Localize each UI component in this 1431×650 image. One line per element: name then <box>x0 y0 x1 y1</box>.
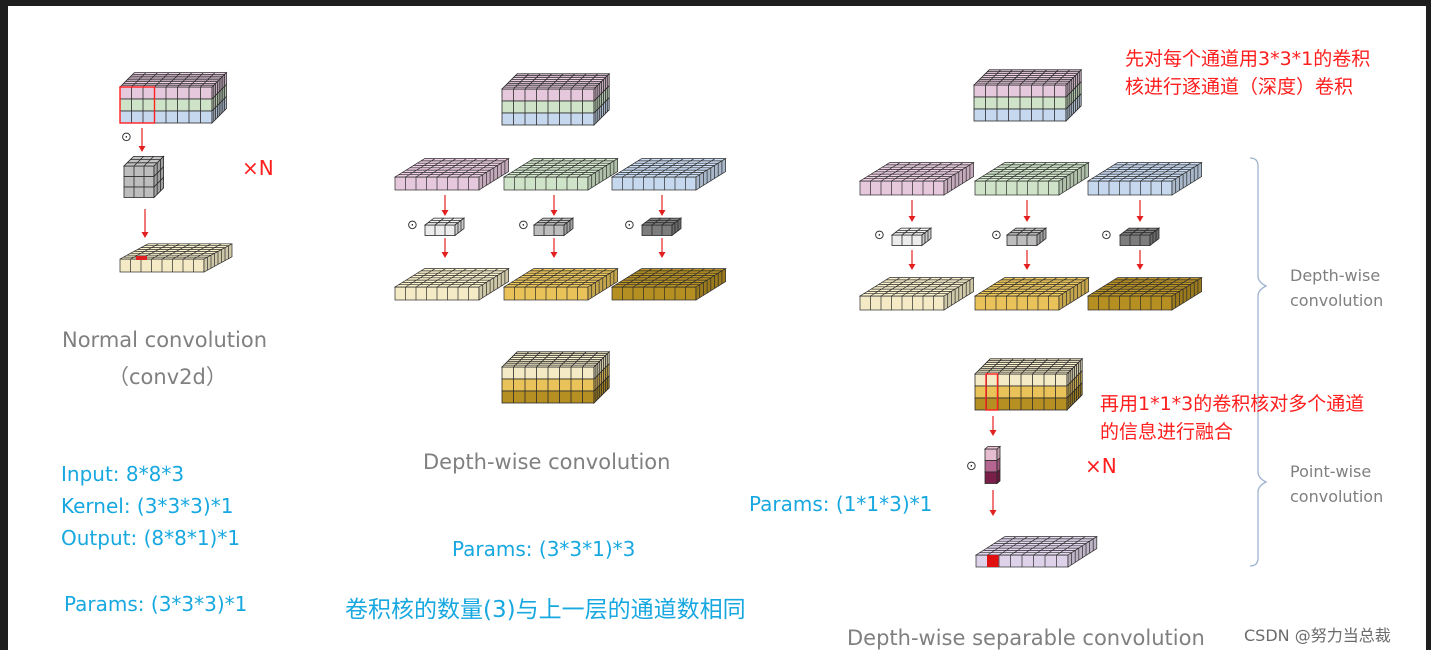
middle-arrow-b-1 <box>441 238 449 258</box>
pointwise-label-line2: convolution <box>1290 487 1384 506</box>
operator-symbol-mid-2: ⊙ <box>518 218 529 233</box>
normal-conv-title: Normal convolution <box>62 328 268 352</box>
middle-output-3 <box>610 267 727 301</box>
right-arrow-a-1 <box>908 200 916 222</box>
operator-symbol-right-2: ⊙ <box>991 228 1002 243</box>
right-bracket <box>1249 157 1268 567</box>
left-arrow-2 <box>141 209 149 238</box>
slide: ×N Normal convolution （conv2d） Input: 8*… <box>8 6 1426 650</box>
right-output-1 <box>858 276 975 311</box>
left-output-text: Output: (8*8*1)*1 <box>61 526 241 550</box>
middle-channel-3 <box>610 157 727 191</box>
left-times-n: ×N <box>242 156 274 180</box>
operator-symbol-left: ⊙ <box>121 130 132 145</box>
middle-kernel-3 <box>640 217 683 237</box>
right-final-output-pixel <box>987 555 999 567</box>
middle-channel-2 <box>502 157 619 191</box>
middle-kernel-2 <box>532 217 575 237</box>
normal-conv-subtitle: （conv2d） <box>108 365 227 389</box>
pointwise-label-line1: Point-wise <box>1290 462 1372 481</box>
right-arrow-b-3 <box>1136 250 1144 270</box>
right-arrow-b-1 <box>908 250 916 270</box>
depthwise-conv-title: Depth-wise convolution <box>423 450 671 474</box>
middle-arrow-a-1 <box>441 195 449 216</box>
middle-arrow-a-2 <box>550 195 558 216</box>
right-arrow-b-2 <box>1023 250 1031 270</box>
right-note-top-line1: 先对每个通道用3*3*1的卷积 <box>1125 48 1371 70</box>
middle-arrow-a-3 <box>658 195 666 216</box>
operator-symbol-right-1: ⊙ <box>874 228 885 243</box>
left-arrow-1 <box>138 128 146 152</box>
right-arrow-c <box>989 416 997 436</box>
left-kernel-text: Kernel: (3*3*3)*1 <box>61 494 234 518</box>
depthwise-label-line1: Depth-wise <box>1290 266 1381 285</box>
diagram-canvas <box>119 68 1268 568</box>
left-input-volume <box>119 71 228 124</box>
right-final-output <box>974 535 1098 568</box>
right-channel-1 <box>858 161 975 196</box>
left-params-text: Params: (3*3*3)*1 <box>64 592 248 616</box>
right-arrow-d <box>989 490 997 516</box>
middle-params-text: Params: (3*3*1)*3 <box>452 537 636 561</box>
middle-arrow-b-3 <box>658 238 666 258</box>
left-output-map <box>119 243 233 273</box>
right-arrow-a-2 <box>1023 200 1031 222</box>
left-kernel-window <box>119 86 156 124</box>
right-channel-3 <box>1086 161 1203 196</box>
right-kernel-2 <box>1005 227 1048 247</box>
middle-stacked-output <box>501 350 611 404</box>
separable-conv-title: Depth-wise separable convolution <box>847 626 1205 650</box>
operator-symbol-pointwise: ⊙ <box>966 459 977 474</box>
right-params-text: Params: (1*1*3)*1 <box>749 492 933 516</box>
right-channel-2 <box>973 161 1090 196</box>
right-kernel-3 <box>1118 227 1161 247</box>
middle-output-1 <box>393 267 510 301</box>
middle-input-volume <box>501 72 611 126</box>
right-arrow-a-3 <box>1136 200 1144 222</box>
right-pointwise-window <box>985 373 999 411</box>
left-input-text: Input: 8*8*3 <box>61 462 185 486</box>
right-note-top-line2: 核进行逐通道（深度）卷积 <box>1125 76 1354 98</box>
middle-output-2 <box>502 267 619 301</box>
middle-note-text: 卷积核的数量(3)与上一层的通道数相同 <box>345 597 746 623</box>
operator-symbol-mid-1: ⊙ <box>407 218 418 233</box>
operator-symbol-right-3: ⊙ <box>1101 228 1112 243</box>
right-times-n: ×N <box>1085 454 1117 478</box>
right-input-volume <box>973 68 1083 122</box>
right-output-2 <box>973 276 1090 311</box>
right-pointwise-kernel <box>983 445 1002 485</box>
middle-arrow-b-2 <box>550 238 558 258</box>
right-note-mid-line1: 再用1*1*3的卷积核对多个通道 <box>1100 393 1365 415</box>
watermark: CSDN @努力当总裁 <box>1244 626 1391 645</box>
right-kernel-1 <box>890 227 933 247</box>
middle-kernel-1 <box>423 217 466 237</box>
right-output-3 <box>1086 276 1203 311</box>
left-kernel-3x3x3 <box>123 155 165 199</box>
operator-symbol-mid-3: ⊙ <box>624 218 635 233</box>
right-stacked-output <box>974 357 1084 411</box>
middle-channel-1 <box>393 157 510 191</box>
left-output-pixel <box>136 256 147 260</box>
depthwise-label-line2: convolution <box>1290 291 1384 310</box>
right-note-mid-line2: 的信息进行融合 <box>1100 421 1234 443</box>
